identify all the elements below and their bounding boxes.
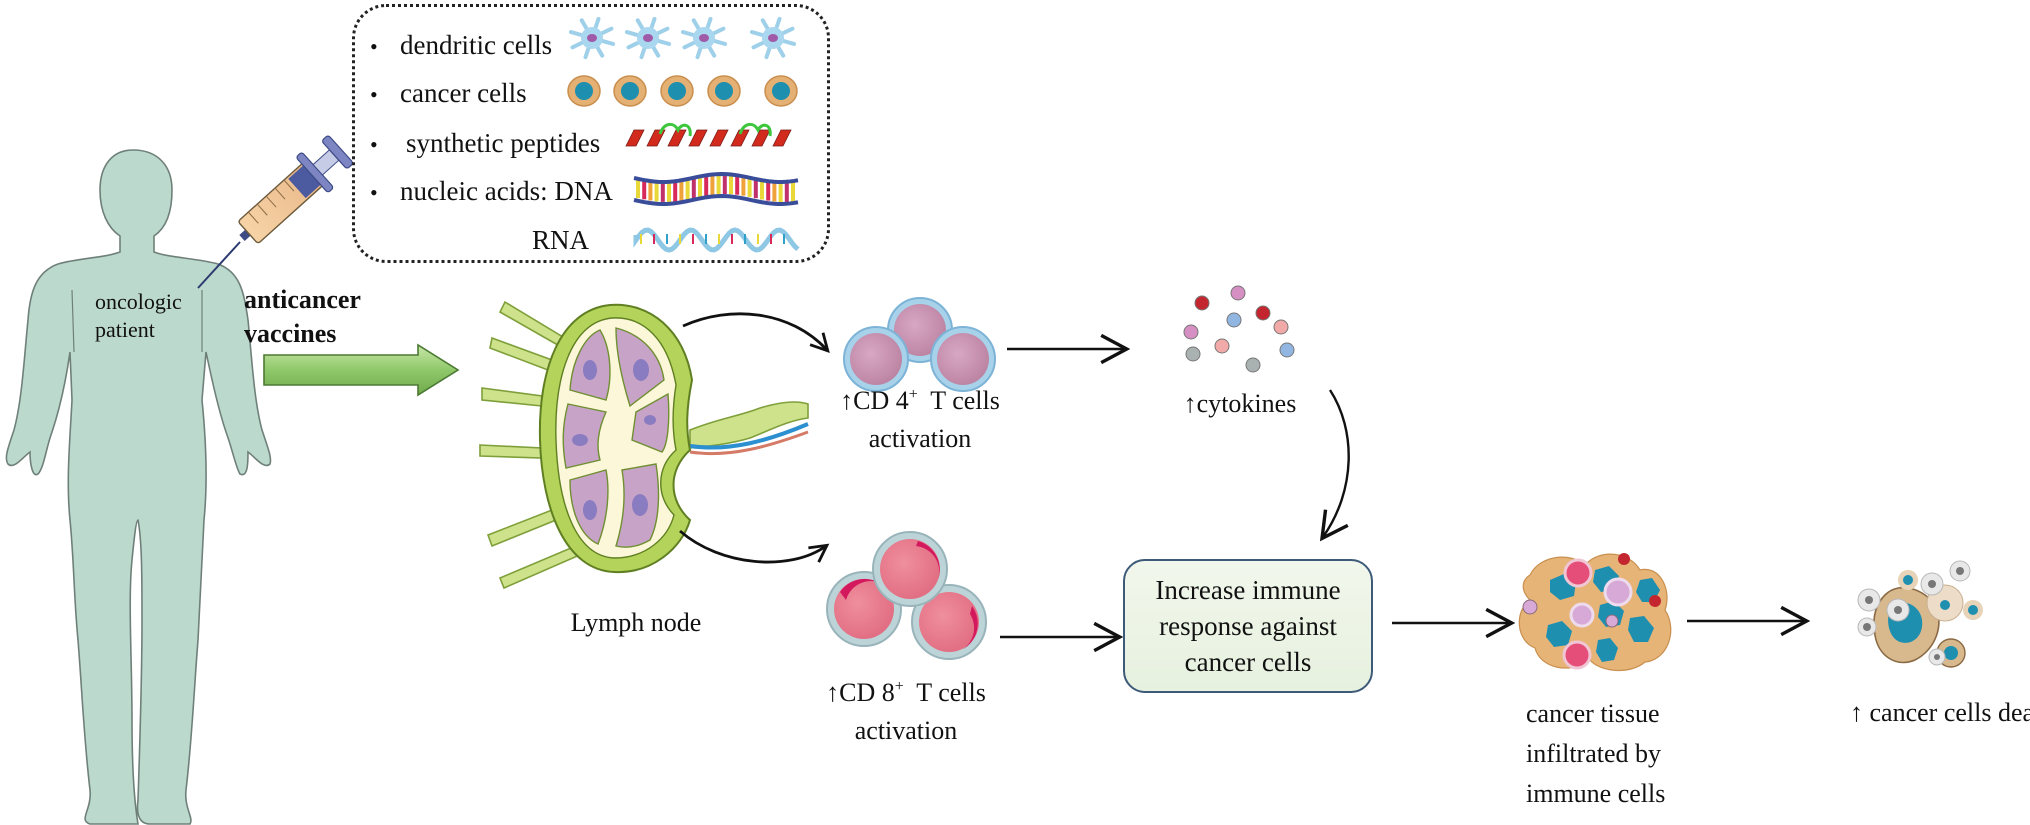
tissue-label-line2: infiltrated by [1526,739,1662,768]
infiltrated-tissue-icon [1518,553,1672,672]
cytokine-dot [1226,312,1242,328]
vaccine-label-line1: anticancer [244,285,361,314]
patient-label-line2: patient [95,317,155,342]
cd8-t-cells-icon [826,531,987,660]
cytokine-dot [1245,357,1261,373]
legend-bullet: • [370,82,378,107]
cytokines-icon [1183,285,1295,373]
cd4-label-line1: ↑CD 4+ T cells [840,386,1000,415]
peptide-helix-icon [625,123,792,147]
vaccine-type-icons [567,16,800,253]
cd8-label-line1: ↑CD 8+ T cells [826,678,986,707]
lymph-node-label: Lymph node [570,608,702,637]
legend-label: RNA [532,225,590,255]
legend-bullet: • [370,34,378,59]
cytokine-dot [1255,305,1271,321]
cancer-cell-icon [567,75,798,107]
cd4-label-line2: activation [868,424,972,453]
cytokine-dot [1214,338,1230,354]
rna-icon [633,227,800,253]
arrow-cytokines-to-response [1319,389,1350,542]
cd4-t-cells-icon [843,297,996,392]
cytokine-dot [1185,346,1201,362]
dna-icon [633,172,799,206]
vaccine-types-box [352,4,830,263]
patient-label: oncologic patient [95,288,182,344]
vaccine-label: anticancer vaccines [244,283,361,351]
legend-label: nucleic acids: DNA [400,176,613,206]
tissue-label: cancer tissue infiltrated by immune cell… [1526,694,1665,814]
cancer-death-label: ↑ cancer cells death [1850,698,2030,727]
cytokine-dot [1273,319,1289,335]
dying-cancer-cells-icon [1857,560,1983,668]
vaccine-label-line2: vaccines [244,319,337,348]
cd4-label: ↑CD 4+ T cells activation [830,382,1010,458]
arrow-node-to-cd4 [682,312,830,354]
dendritic-cell-icon [568,16,797,60]
cytokine-dot [1230,285,1246,301]
legend-bullet: • [370,180,378,205]
cd8-label-line2: activation [854,716,958,745]
cytokine-dot [1183,324,1199,340]
patient-silhouette-icon [5,149,272,825]
cd8-label: ↑CD 8+ T cells activation [816,674,996,750]
green-flow-arrow-icon [263,343,460,397]
syringe-icon [197,135,353,289]
patient-label-line1: oncologic [95,289,182,314]
cytokine-dot [1194,295,1210,311]
immune-response-box: Increase immune response against cancer … [1123,559,1373,693]
legend-bullet: • [370,132,378,157]
cytokine-dot [1279,342,1295,358]
cytokines-label: ↑cytokines [1183,389,1297,418]
lymph-node-icon [479,300,809,590]
legend-label: synthetic peptides [406,128,601,158]
legend-label: cancer cells [400,78,527,108]
arrow-node-to-cd8 [679,529,830,564]
immune-response-text: Increase immune response against cancer … [1155,575,1341,677]
legend-label: dendritic cells [400,30,553,60]
tissue-label-line1: cancer tissue [1526,699,1660,728]
tissue-label-line3: immune cells [1526,779,1666,808]
